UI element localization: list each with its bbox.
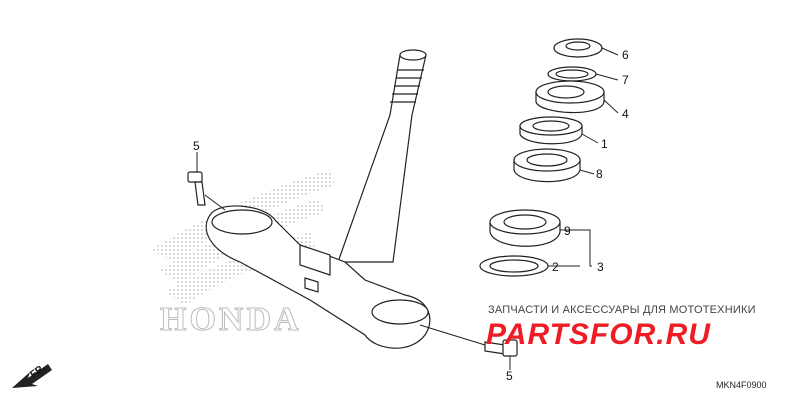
callout-9: 9 [564, 224, 571, 238]
part-2-lower-dust-seal [479, 255, 549, 277]
callout-5-upper: 5 [193, 139, 200, 153]
callout-2: 2 [552, 260, 559, 274]
callout-8: 8 [596, 167, 603, 181]
steering-stem [337, 49, 427, 263]
callout-5-lower: 5 [506, 369, 513, 383]
part-9-lower-bearing [489, 209, 561, 247]
callout-3: 3 [597, 260, 604, 274]
part-7-lock-washer [547, 66, 597, 82]
figure-code: MKN4F0900 [716, 380, 767, 390]
watermark-banner: ЗАПЧАСТИ И АКСЕССУАРЫ ДЛЯ МОТОТЕХНИКИ [488, 304, 756, 316]
svg-text:HONDA: HONDA [160, 301, 302, 338]
bolt-lower [484, 339, 518, 357]
callout-1: 1 [601, 137, 608, 151]
front-direction-arrow [12, 364, 52, 388]
watermark-site: PARTSFOR.RU [486, 318, 711, 351]
part-6-lock-nut [553, 38, 603, 58]
callout-4: 4 [622, 107, 629, 121]
part-4-adjusting-nut [535, 80, 605, 114]
leader-lines [196, 47, 619, 370]
part-8-upper-bearing [513, 148, 581, 183]
callout-6: 6 [622, 48, 629, 62]
bolt-upper [187, 171, 206, 206]
callout-7: 7 [622, 73, 629, 87]
part-1-dust-seal [519, 116, 583, 145]
bearing-stack [479, 38, 605, 277]
bottom-bridge [205, 205, 431, 349]
